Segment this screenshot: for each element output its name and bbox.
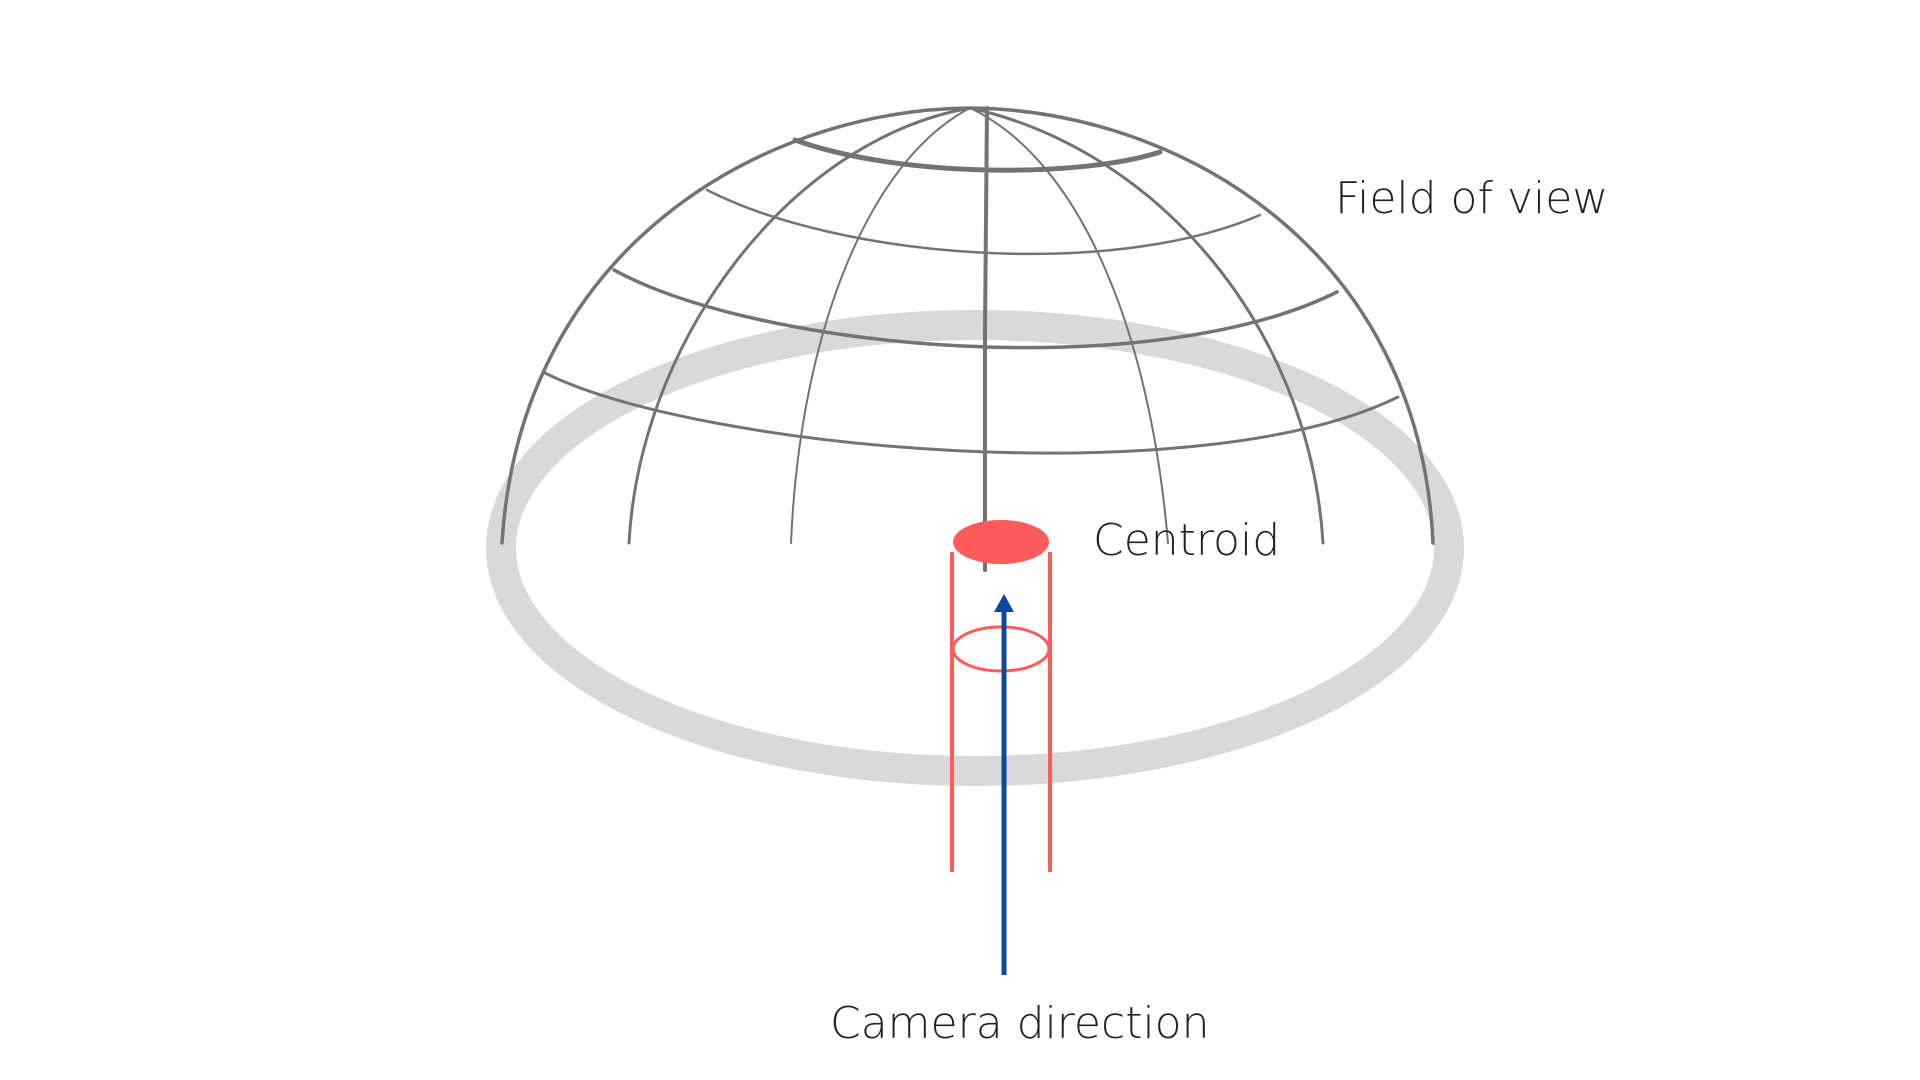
centroid-marker [953, 520, 1049, 564]
centroid-label: Centroid [1093, 515, 1281, 566]
dome-parallel-4 [543, 371, 1400, 455]
centroid-cylinder [950, 520, 1052, 872]
dome-meridian-2 [790, 107, 971, 544]
dome-parallel-3 [612, 268, 1339, 350]
dome-parallel-top [792, 137, 1163, 173]
field-of-view-label: Field of view [1335, 173, 1609, 224]
dome-meridian-1 [627, 106, 972, 545]
dome-meridian-4 [969, 107, 1169, 544]
dome-meridian-5 [968, 106, 1325, 545]
cylinder-ring [951, 625, 1051, 673]
camera-direction-arrow [994, 594, 1014, 975]
camera-direction-label: Camera direction [830, 998, 1210, 1049]
camera-arrow-head [994, 594, 1014, 612]
base-ring [486, 310, 1464, 786]
dome-wireframe [500, 106, 1435, 572]
dome-parallel-2 [705, 188, 1262, 256]
dome-meridian-center [983, 106, 989, 572]
